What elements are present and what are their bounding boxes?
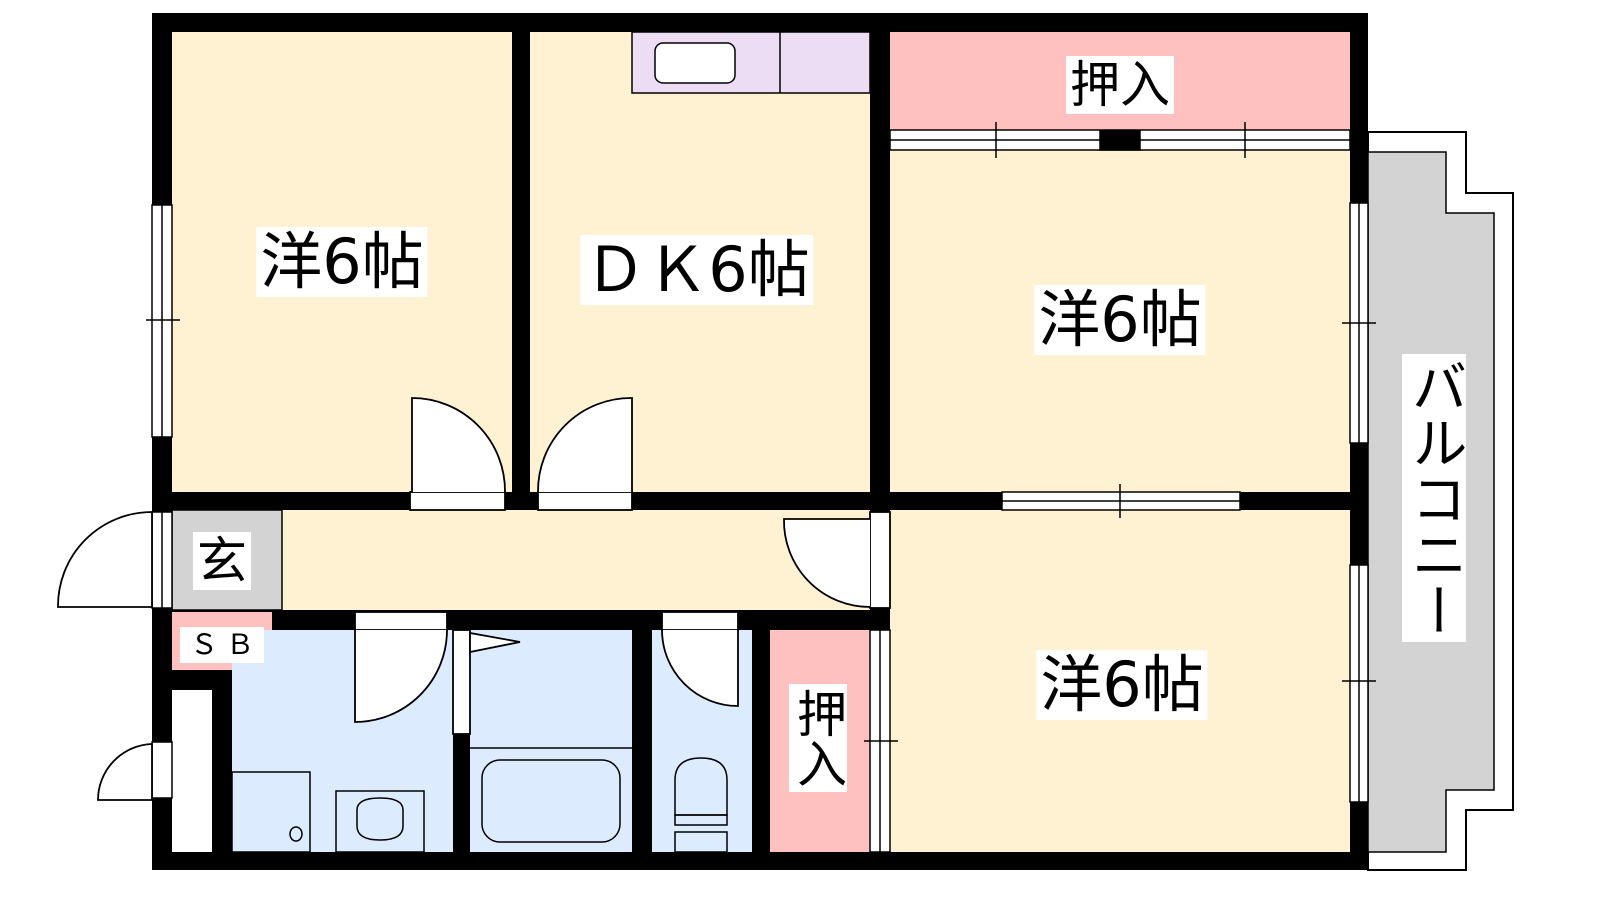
bathtub-icon [481, 759, 621, 843]
sliding-door-closet [889, 122, 1351, 158]
kitchen-sink-icon [654, 42, 736, 84]
windows [146, 202, 1376, 853]
doors [57, 397, 891, 801]
room-label-closet-top: 押入 [1066, 56, 1174, 114]
washing-machine-space [231, 771, 311, 853]
washbasin-icon [335, 790, 425, 853]
hallway [172, 510, 870, 610]
front-door-icon [57, 511, 153, 608]
toilet-icon [674, 757, 728, 816]
room-label-entrance: 玄 [193, 532, 251, 590]
room-label-western-right-top: 洋6帖 [1034, 285, 1206, 355]
storage-column [172, 690, 212, 852]
bathroom [470, 630, 632, 852]
room-label-western-left: 洋6帖 [256, 227, 428, 297]
room-label-closet-small: 押入 [789, 684, 847, 792]
sliding-door-bedrooms [1001, 484, 1241, 518]
room-label-balcony: バルコニー [1402, 354, 1467, 642]
fixtures [231, 747, 728, 853]
room-label-shoe-box: ＳＢ [179, 627, 265, 663]
room-label-dk: ＤＫ6帖 [580, 235, 814, 305]
room-label-western-right-bottom: 洋6帖 [1036, 650, 1208, 720]
